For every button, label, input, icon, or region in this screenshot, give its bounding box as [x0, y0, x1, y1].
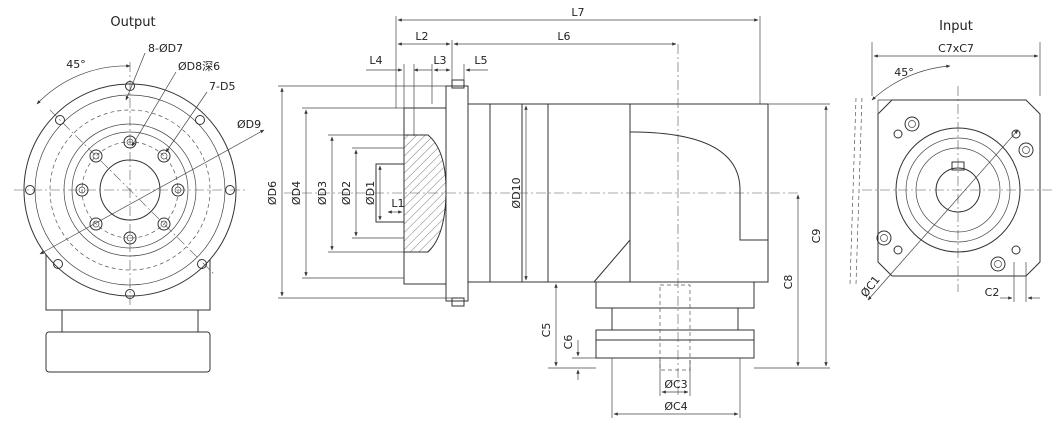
dim-c1 [867, 129, 1019, 301]
section-hatch [403, 134, 447, 253]
input-adapter-1 [595, 281, 755, 309]
side-view: L7 L2 L6 L4 L3 L5 L1 ØD6 ØD4 ØD3 ØD2 [266, 6, 830, 418]
output-view: Output [14, 15, 265, 373]
label-c9: C9 [810, 229, 823, 244]
label-l4: L4 [369, 54, 382, 67]
label-c6: C6 [562, 335, 575, 350]
label-d4: ØD4 [290, 181, 303, 205]
output-housing-neck [61, 309, 199, 333]
label-dia-d9: ØD9 [237, 118, 261, 131]
label-l3: L3 [433, 54, 446, 67]
label-c3: ØC3 [664, 378, 687, 391]
label-l7: L7 [571, 6, 584, 19]
label-holes-d8: ØD8深6 [178, 60, 220, 73]
input-adapter-3 [595, 329, 755, 359]
flange-lip-bottom [451, 297, 465, 307]
input-view: Input C7xC7 45° [849, 19, 1054, 302]
flange-lip-top [451, 79, 465, 89]
label-c5: C5 [540, 323, 553, 338]
input-shaft-hidden [659, 284, 691, 371]
input-hidden-edge-2 [855, 97, 863, 285]
label-d1: ØD1 [364, 181, 377, 205]
elbow-chamfer [593, 239, 631, 283]
elbow-curve [629, 131, 768, 241]
label-l2: L2 [415, 30, 428, 43]
output-housing-base [45, 331, 211, 373]
label-c1: ØC1 [858, 273, 883, 299]
input-hidden-edge-1 [849, 97, 857, 285]
input-angle-label: 45° [894, 66, 914, 79]
input-adapter-2 [611, 307, 739, 331]
label-d6: ØD6 [266, 181, 279, 205]
label-l6: L6 [557, 30, 570, 43]
label-d10: ØD10 [510, 177, 523, 208]
output-angle-arc [36, 64, 131, 105]
label-d2: ØD2 [340, 181, 353, 205]
output-title: Output [110, 15, 155, 30]
label-c4: ØC4 [664, 400, 687, 413]
label-l1: L1 [391, 197, 404, 210]
leader-d9 [39, 129, 265, 255]
input-title: Input [939, 19, 973, 34]
label-l5: L5 [474, 54, 487, 67]
label-d3: ØD3 [316, 181, 329, 205]
input-angle-arc [871, 64, 951, 101]
leader-d7 [125, 52, 146, 101]
label-c2: C2 [985, 286, 1000, 299]
label-c7: C7xC7 [938, 42, 974, 55]
output-flange-plate [445, 85, 469, 302]
label-c8: C8 [782, 275, 795, 290]
label-holes-d5: 7-D5 [209, 80, 235, 93]
output-angle-label: 45° [66, 58, 86, 71]
label-holes-d7: 8-ØD7 [148, 42, 183, 55]
